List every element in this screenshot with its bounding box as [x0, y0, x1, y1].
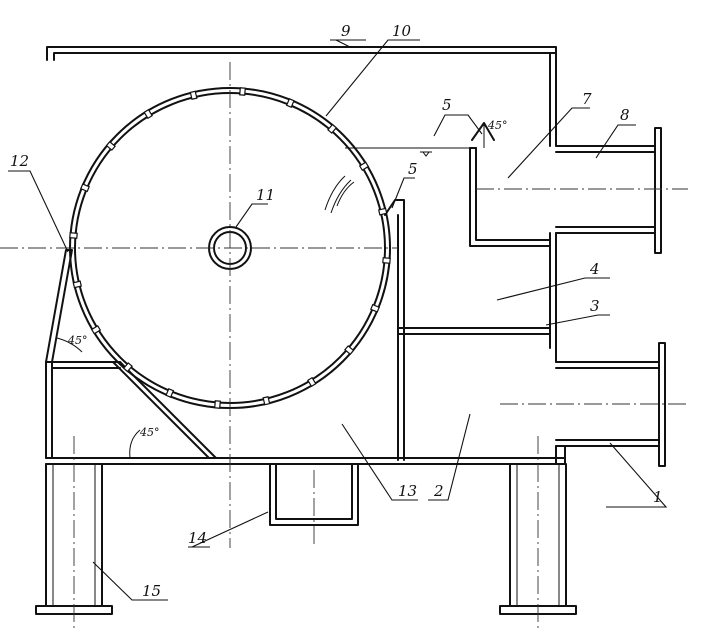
label-12: 12 [10, 152, 29, 170]
flow-marks [324, 175, 355, 214]
angle-label-upper: 45° [67, 334, 88, 347]
angle-label-weir: 45° [487, 119, 508, 132]
angle-labels: 45° 45° 45° [67, 119, 508, 439]
label-11: 11 [256, 186, 275, 204]
drum-strip [80, 183, 90, 193]
baffle-wall [384, 199, 405, 461]
drum-strip [214, 400, 221, 409]
drain-pipe [269, 463, 359, 526]
partition-plate [397, 327, 551, 335]
drum-strip [239, 87, 246, 96]
label-4: 4 [589, 260, 600, 278]
drum-strip [382, 257, 391, 264]
drum-strip [122, 362, 133, 373]
drum-strip [189, 90, 198, 101]
drum-strip [307, 376, 317, 388]
label-3: 3 [590, 297, 600, 315]
drum-strip [344, 345, 355, 356]
overflow-weir [471, 122, 495, 148]
leader-lines [8, 39, 668, 601]
label-13: 13 [398, 482, 417, 500]
label-10: 10 [392, 22, 412, 40]
drum-strip [262, 395, 271, 406]
top-cover-plate [46, 46, 557, 61]
left-housing-wall [45, 249, 121, 459]
label-2: 2 [433, 482, 444, 500]
drum-strip [143, 108, 153, 120]
label-7: 7 [582, 90, 592, 108]
angle-arcs [56, 337, 141, 459]
drum-strip [370, 303, 380, 313]
drum-strip [69, 232, 78, 239]
bottom-plate [45, 445, 566, 465]
drum-strip [327, 123, 338, 134]
sloped-plate [112, 361, 217, 459]
drum-strip [285, 98, 295, 108]
outlet-chamber [469, 147, 551, 247]
inlet-pipe [555, 342, 666, 467]
label-9: 9 [341, 22, 351, 40]
label-5-baffle: 5 [408, 160, 418, 178]
label-1: 1 [653, 488, 663, 506]
outlet-pipe [555, 127, 662, 254]
drum-strip [105, 140, 116, 151]
drum-strip [90, 325, 102, 335]
part-labels: 1 2 3 4 5 5 7 8 9 10 11 12 13 14 15 [10, 22, 663, 600]
liquid-level-line [345, 147, 470, 157]
angle-label-lower: 45° [139, 426, 160, 439]
drum-strip [165, 388, 175, 398]
label-15: 15 [142, 582, 161, 600]
drum-strip [358, 161, 370, 171]
label-8: 8 [620, 106, 630, 124]
center-lines [0, 62, 688, 630]
label-5-weir: 5 [442, 96, 452, 114]
drum-strip [72, 280, 83, 289]
drum-strips [69, 87, 391, 409]
drum-strip [377, 207, 388, 216]
label-14: 14 [188, 529, 207, 547]
right-housing-wall [549, 52, 557, 464]
